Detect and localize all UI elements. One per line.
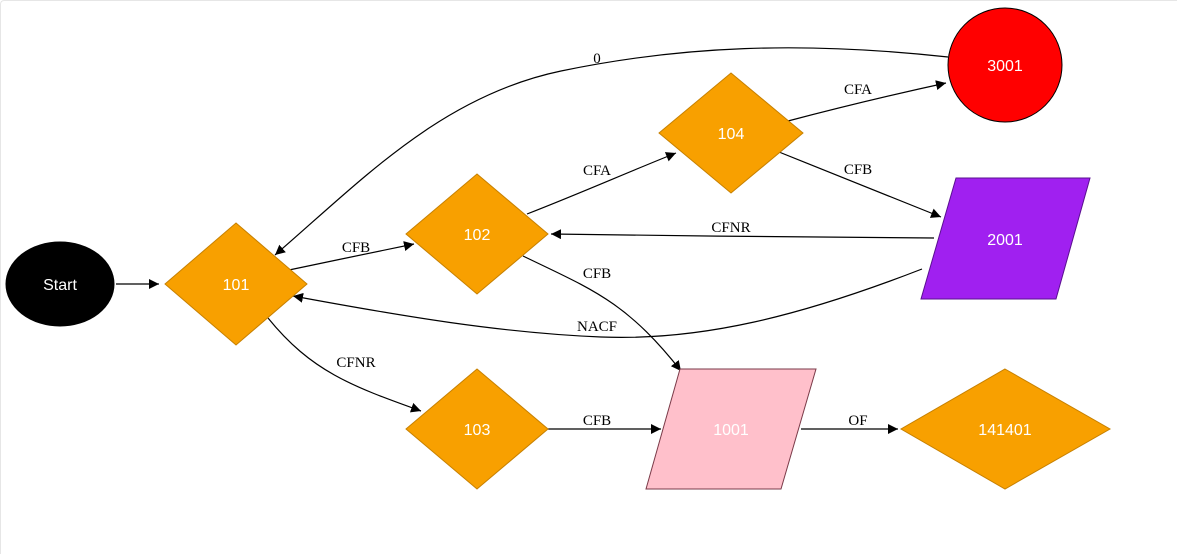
node-102[interactable]: 102 (405, 173, 549, 295)
node-103[interactable]: 103 (405, 368, 549, 490)
edge-101-102 (288, 241, 415, 271)
node-1001-label: 1001 (713, 422, 749, 439)
edge-label-102-104: CFA (583, 163, 611, 179)
edge-104-2001 (778, 151, 942, 218)
node-3001[interactable]: 3001 (947, 7, 1063, 123)
edge-label-103-1001: CFB (583, 413, 611, 429)
node-103-label: 103 (464, 422, 491, 439)
node-104[interactable]: 104 (658, 72, 804, 194)
edge-label-3001-101: 0 (593, 51, 601, 67)
edge-3001-101 (274, 47, 949, 256)
edge-2001-102 (550, 229, 935, 240)
edge-101-103 (267, 317, 422, 413)
node-141401-label: 141401 (978, 422, 1031, 439)
node-102-label: 102 (464, 227, 491, 244)
edge-2001-101 (292, 268, 923, 338)
node-2001[interactable]: 2001 (920, 177, 1091, 300)
edge-label-2001-102: CFNR (711, 220, 750, 236)
edge-102-104 (526, 152, 677, 215)
edge-label-101-102: CFB (342, 240, 370, 256)
edge-labels: CFB CFNR CFA CFB CFA CFB CFNR NACF 0 CFB… (336, 51, 872, 429)
node-101-label: 101 (223, 277, 250, 294)
edges (116, 47, 949, 434)
nodes: Start 101 102 103 104 3001 2001 (5, 7, 1112, 490)
edge-label-104-2001: CFB (844, 162, 872, 178)
node-start[interactable]: Start (5, 241, 115, 327)
node-start-label: Start (43, 277, 77, 294)
edge-102-1001 (522, 255, 682, 372)
node-141401[interactable]: 141401 (899, 368, 1112, 490)
edge-label-102-1001: CFB (583, 266, 611, 282)
node-1001[interactable]: 1001 (645, 368, 817, 490)
edge-label-2001-101: NACF (577, 319, 617, 335)
edge-104-3001 (787, 80, 947, 122)
node-2001-label: 2001 (987, 232, 1023, 249)
edge-label-1001-141401: OF (848, 413, 867, 429)
node-101[interactable]: 101 (164, 222, 308, 346)
node-3001-label: 3001 (987, 58, 1023, 75)
edge-label-104-3001: CFA (844, 82, 872, 98)
node-104-label: 104 (718, 126, 745, 143)
edge-label-101-103: CFNR (336, 355, 375, 371)
